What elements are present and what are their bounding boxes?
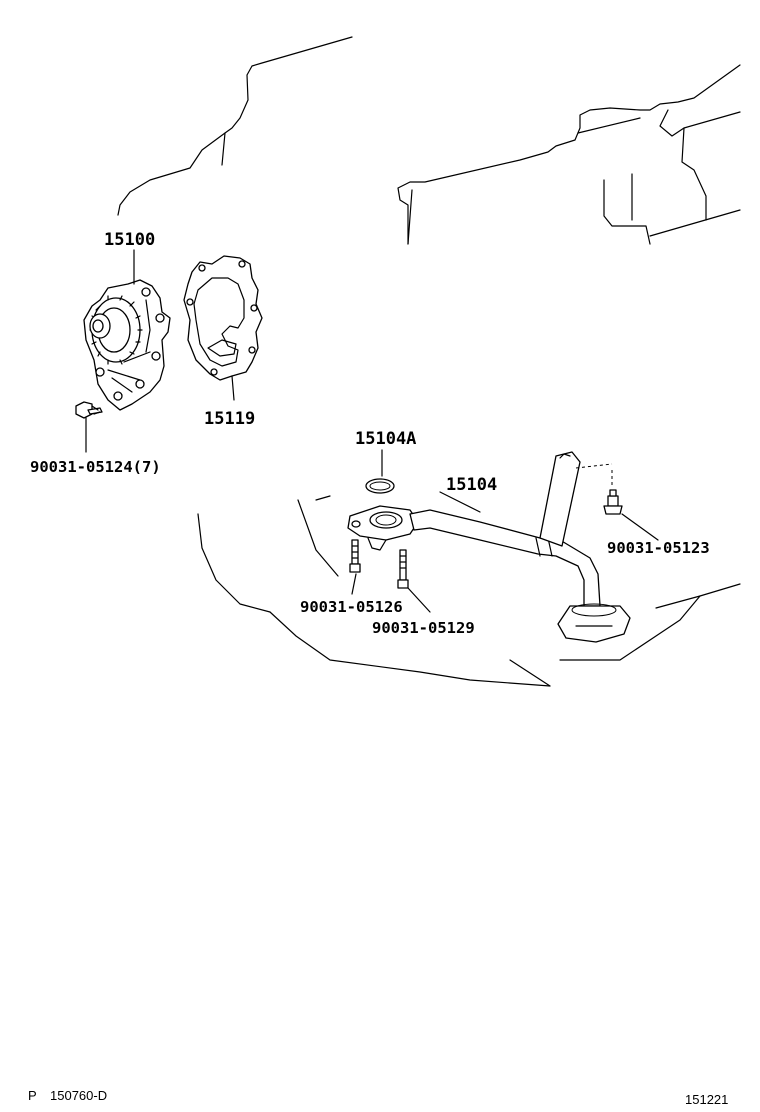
water-pump-gasket-15119 bbox=[183, 255, 263, 381]
footer-left-code: 150760-D bbox=[50, 1088, 107, 1103]
label-15100: 15100 bbox=[104, 230, 155, 250]
label-90031-05124: 90031-05124(7) bbox=[30, 458, 161, 476]
bolt-90031-05124 bbox=[75, 401, 103, 419]
engine-block-outline bbox=[117, 36, 741, 687]
water-pump-15100 bbox=[83, 279, 171, 411]
leader-lines bbox=[85, 249, 659, 613]
footer-marker: P bbox=[28, 1088, 37, 1103]
label-15104A: 15104A bbox=[355, 429, 416, 449]
o-ring-15104A bbox=[365, 478, 395, 494]
bolt-90031-05129 bbox=[397, 549, 409, 589]
label-90031-05123: 90031-05123 bbox=[607, 539, 710, 557]
footer-right-code: 151221 bbox=[685, 1092, 728, 1107]
label-90031-05129: 90031-05129 bbox=[372, 619, 475, 637]
label-15119: 15119 bbox=[204, 409, 255, 429]
bolt-90031-05123 bbox=[603, 470, 623, 515]
label-15104: 15104 bbox=[446, 475, 497, 495]
oil-strainer-15104 bbox=[347, 451, 631, 643]
label-90031-05126: 90031-05126 bbox=[300, 598, 403, 616]
bolt-90031-05126 bbox=[349, 539, 361, 573]
